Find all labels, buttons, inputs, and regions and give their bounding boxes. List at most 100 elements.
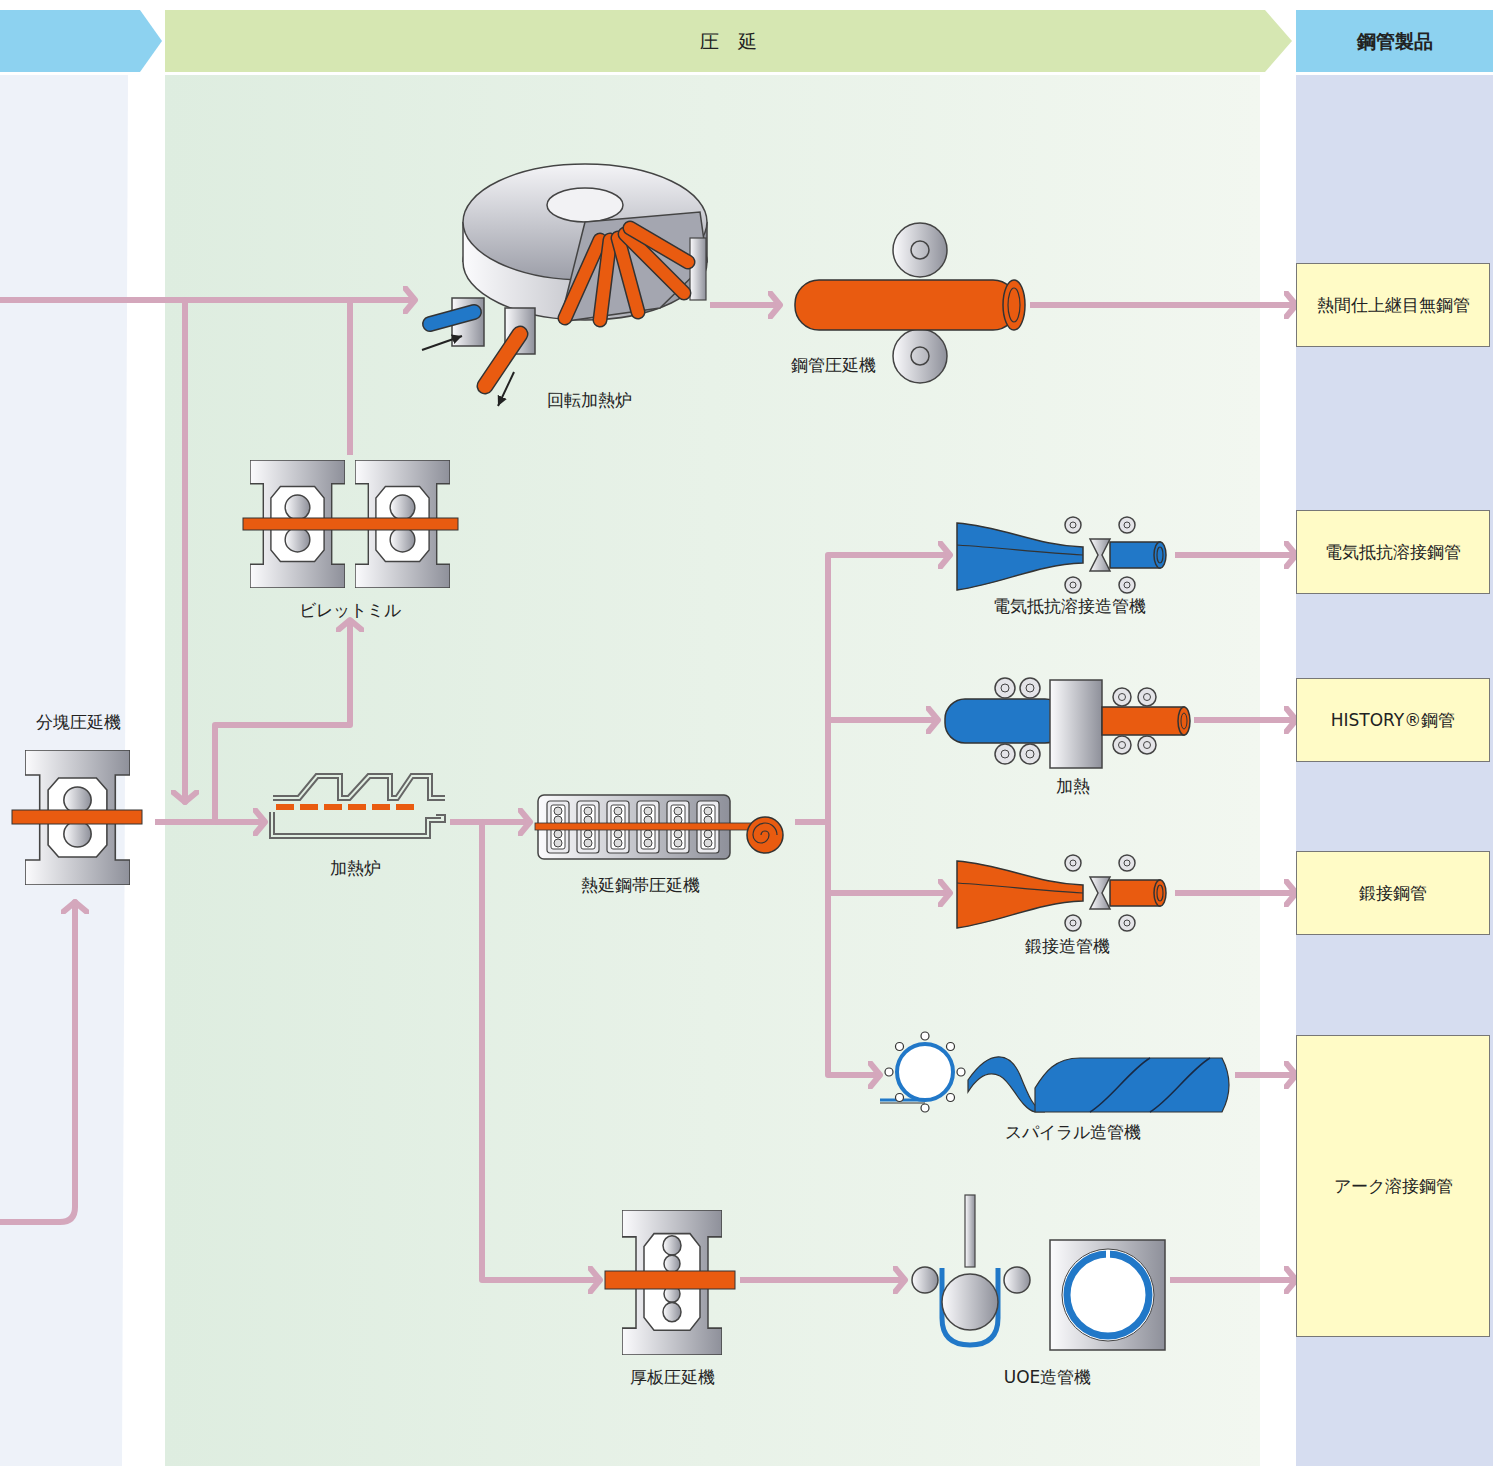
rotary-hearth-furnace (565, 228, 688, 320)
equipment-node: 鋼管圧延機 (780, 215, 1030, 375)
forge-weld-pipe-mill (957, 855, 1166, 931)
reheating-furnace (273, 774, 445, 796)
spiral-pipe-mill (921, 1032, 929, 1040)
rotary-hearth-furnace (600, 240, 610, 320)
equipment-node: 加熱炉 (265, 768, 450, 878)
uoe-pipe-mill (1050, 1240, 1165, 1350)
spiral-pipe-mill (896, 1043, 904, 1051)
heating-unit (1020, 678, 1040, 698)
equipment-node: 加熱 (938, 676, 1194, 796)
heating-unit (1138, 736, 1156, 754)
slabs-in-furnace (372, 804, 390, 810)
plate-mill (605, 1271, 735, 1289)
uoe-pipe-mill (912, 1267, 938, 1293)
reheating-furnace (273, 778, 445, 800)
reheating-furnace (270, 812, 445, 838)
flow-arrow (1175, 890, 1296, 896)
forge-weld-pipe-mill (957, 855, 1166, 931)
flow-arrow (795, 822, 950, 893)
hot-strip-mill (535, 795, 783, 859)
product-box: 電気抵抗溶接鋼管 (1296, 510, 1490, 594)
equipment-node: 分塊圧延機 (5, 712, 155, 890)
incoming-flow-lines (0, 902, 75, 1222)
uoe-pipe-mill (965, 1195, 975, 1267)
erw-pipe-mill (957, 517, 1166, 593)
flow-arrow (1194, 717, 1296, 723)
product-label: 鍛接鋼管 (1359, 883, 1427, 903)
rotary-hearth-furnace (690, 238, 706, 300)
pipe-rolling-mill (1008, 288, 1020, 322)
equipment-label: 分塊圧延機 (36, 712, 121, 732)
flow-arrow (450, 822, 600, 1280)
product-box: アーク溶接鋼管 (1296, 1035, 1490, 1337)
hot-strip-mill (535, 823, 757, 830)
heating-unit (1113, 736, 1131, 754)
spiral-pipe-mill (885, 1032, 965, 1112)
heating-unit (1001, 684, 1009, 692)
billet-mill (243, 460, 458, 588)
heating-unit (1001, 750, 1009, 758)
equipment-label: 電気抵抗溶接造管機 (993, 596, 1146, 616)
heating-unit (995, 678, 1015, 698)
rotary-hearth-furnace (630, 228, 688, 262)
product-label: HISTORY®鋼管 (1331, 710, 1455, 730)
section-band: 圧 延 (165, 10, 1292, 72)
rotary-hearth-furnace (485, 334, 520, 386)
rotary-hearth-furnace (560, 212, 707, 322)
spiral-pipe-mill (947, 1043, 955, 1051)
slabs-in-furnace (300, 804, 318, 810)
heating-unit (1102, 707, 1184, 735)
uoe-pipe-mill (1067, 1254, 1149, 1336)
spiral-pipe-mill (947, 1094, 955, 1102)
uoe-pipe-mill (1004, 1267, 1030, 1293)
rotary-hearth-furnace (485, 334, 520, 386)
product-label: アーク溶接鋼管 (1334, 1176, 1453, 1196)
equipment-node: 熱延鋼帯圧延機 (530, 790, 795, 895)
pipe-rolling-mill (795, 280, 1017, 330)
equipment-label: スパイラル造管機 (1005, 1122, 1141, 1142)
spiral-pipe-mill (897, 1044, 953, 1100)
rotary-hearth-furnace (422, 164, 707, 406)
equipment-label: 加熱炉 (330, 858, 381, 878)
heating-unit (1119, 694, 1126, 701)
pipe-rolling-mill (1003, 280, 1025, 330)
flow-arrow (795, 822, 880, 1075)
equipment-node: 厚板圧延機 (600, 1205, 740, 1387)
equipment-label: 鋼管圧延機 (791, 355, 876, 375)
uoe-pipe-mill (1062, 1249, 1154, 1341)
flow-arrow (1170, 1277, 1296, 1283)
product-box: HISTORY®鋼管 (1296, 678, 1490, 762)
incoming-flow-lines (182, 300, 188, 802)
spiral-pipe-mill (1035, 1058, 1229, 1112)
slabs-in-furnace (276, 804, 414, 810)
slabs-in-furnace (396, 804, 414, 810)
flow-arrow (350, 300, 415, 455)
equipment-node: スパイラル造管機 (880, 1038, 1235, 1142)
heating-unit (1001, 684, 1151, 758)
heating-unit (1026, 684, 1034, 692)
reheating-furnace (274, 812, 441, 834)
spiral-pipe-mill (1090, 1058, 1210, 1112)
product-label: 電気抵抗溶接鋼管 (1325, 542, 1461, 562)
spiral-pipe-mill (968, 1057, 1045, 1112)
equipment-node: 電気抵抗溶接造管機 (950, 512, 1175, 616)
flow-arrow (795, 555, 950, 822)
slabs-in-furnace (324, 804, 342, 810)
equipment-node: ビレットミル (245, 455, 465, 620)
background-panels (0, 10, 162, 72)
pipe-rolling-mill (893, 329, 947, 383)
flow-arrow (1235, 1072, 1296, 1078)
equipment-label: 厚板圧延機 (630, 1367, 715, 1387)
background-panels (1296, 75, 1493, 1466)
blooming-mill (12, 750, 142, 885)
spiral-pipe-mill (880, 1032, 1229, 1112)
spiral-pipe-mill (880, 1103, 925, 1104)
hot-strip-mill (747, 817, 783, 853)
heating-unit (995, 678, 1156, 764)
heating-unit (1178, 707, 1190, 735)
flow-arrow (710, 302, 780, 308)
product-box: 鍛接鋼管 (1296, 851, 1490, 935)
spiral-pipe-mill (921, 1104, 929, 1112)
rotary-hearth-furnace (422, 336, 462, 350)
flow-arrow (1030, 302, 1296, 308)
